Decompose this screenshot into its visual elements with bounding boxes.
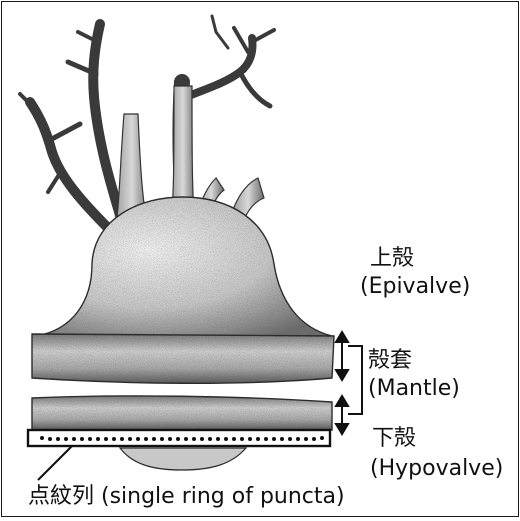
spines: [20, 16, 274, 230]
hypovalve-band: [32, 396, 332, 470]
label-mantle-en: (Mantle): [368, 376, 460, 402]
epivalve-dome: [36, 197, 332, 336]
label-puncta: 点紋列 (single ring of puncta): [28, 484, 345, 510]
label-epivalve-jp: 上殻: [370, 246, 414, 272]
label-hypovalve-en: (Hypovalve): [370, 456, 503, 482]
label-mantle-jp: 殻套: [368, 348, 412, 374]
label-hypovalve-jp: 下殻: [372, 426, 416, 452]
label-epivalve-en: (Epivalve): [360, 274, 470, 300]
spine-right: [184, 38, 253, 98]
mantle-dimension-marks: [336, 332, 362, 434]
puncta-row: [40, 436, 324, 441]
puncta-leader-line: [38, 446, 72, 480]
epivalve-mantle-band: [32, 334, 334, 383]
spine-left-center: [93, 24, 122, 222]
